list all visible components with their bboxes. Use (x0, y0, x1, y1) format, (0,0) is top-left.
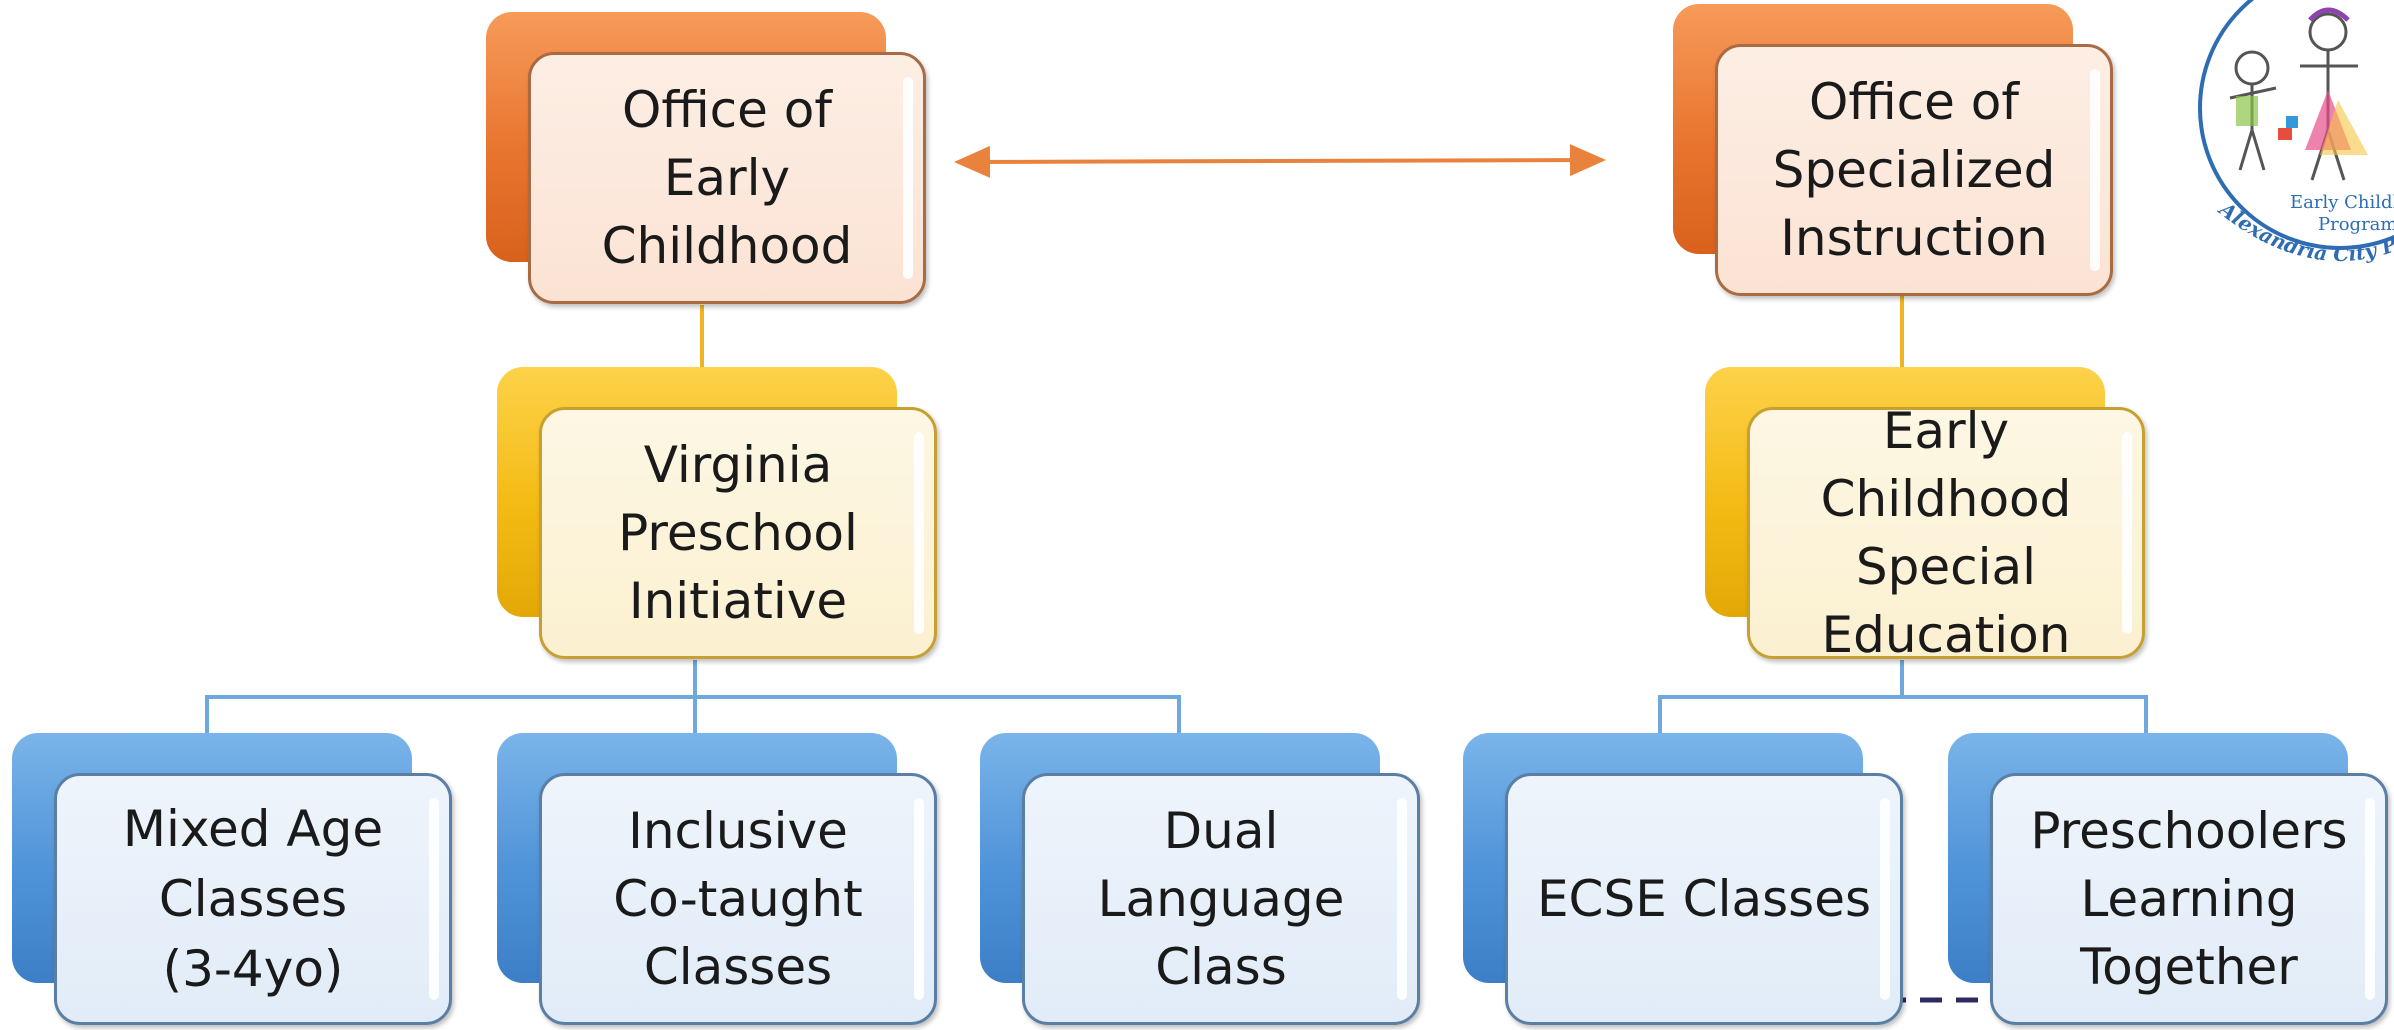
node-label: Dual Language Class (1097, 802, 1345, 996)
node-label: Mixed Age Classes (3-4yo) (122, 800, 384, 998)
program-logo: Early Childhood Programs Alexandria City… (2190, 0, 2394, 266)
node-label: ECSE Classes (1536, 870, 1872, 928)
node-label: Early Childhood Special Education (1820, 402, 2072, 664)
logo-line2: Programs (2318, 214, 2394, 235)
node-label: Office of Early Childhood (601, 81, 853, 275)
node-label: Virginia Preschool Initiative (618, 436, 858, 630)
logo-line1: Early Childhood (2290, 192, 2394, 213)
node-label: Inclusive Co-taught Classes (613, 802, 863, 996)
collaboration-arrow (954, 144, 1606, 178)
node-label: Preschoolers Learning Together (2030, 802, 2348, 996)
node-label: Office of Specialized Instruction (1772, 73, 2056, 267)
